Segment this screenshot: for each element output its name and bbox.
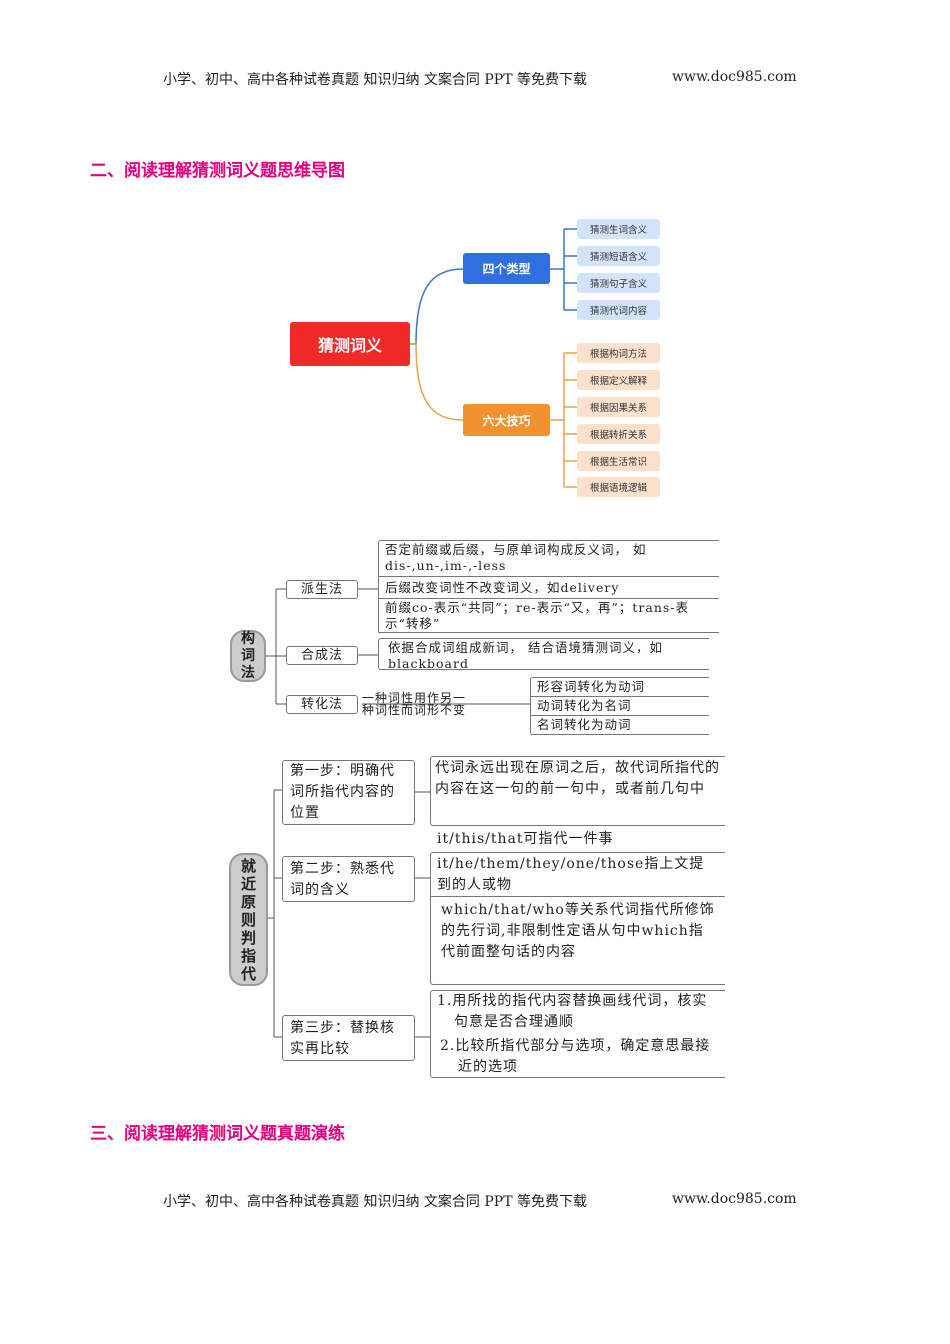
derivation-item: 前缀co-表示“共同”；re-表示“又，再”；trans-表示“转移”	[379, 599, 719, 633]
conversion-note: 一种词性用作另一 种词性而词形不变	[362, 692, 466, 716]
conversion-note-line: 种词性而词形不变	[362, 703, 467, 717]
header-link[interactable]: www.doc985.com	[672, 69, 797, 85]
root-char: 原	[240, 892, 256, 911]
conversion-items: 形容词转化为动词 动词转化为名词 名词转化为动词	[530, 677, 709, 735]
mindmap-leaf: 根据构词方法	[577, 343, 660, 363]
step-2-label: 第二步：熟悉代词的含义	[282, 856, 415, 902]
derivation-item: 否定前缀或后缀，与原单词构成反义词， 如dis-,un-,im-,-less	[379, 541, 719, 577]
conversion-note-line: 一种词性用作另一	[362, 691, 467, 705]
compounding-label: 合成法	[286, 646, 358, 665]
step-3-item: 2.比较所指代部分与选项，确定意思最接近的选项	[440, 1038, 711, 1075]
mindmap-branch-types: 四个类型	[463, 253, 550, 284]
mindmap-root: 猜测词义	[290, 322, 410, 366]
compounding-item: 依据合成词组成新词， 结合语境猜测词义，如blackboard	[379, 639, 709, 671]
mindmap-leaf: 根据定义解释	[577, 370, 660, 390]
conversion-item: 名词转化为动词	[531, 716, 709, 735]
mindmap-leaf: 猜测生词含义	[577, 219, 660, 239]
header-text: 小学、初中、高中各种试卷真题 知识归纳 文案合同 PPT 等免费下载	[163, 72, 587, 88]
step-2-item: which/that/who等关系代词指代所修饰的先行词,非限制性定语从句中wh…	[441, 902, 715, 960]
root-char: 词	[241, 647, 255, 664]
step-2-items: it/he/them/they/one/those指上文提到的人或物 which…	[430, 852, 725, 985]
section-2-heading: 二、阅读理解猜测词义题思维导图	[90, 161, 345, 181]
root-char: 则	[240, 910, 256, 929]
step-3-item: 1.用所找的指代内容替换画线代词，核实句意是否合理通顺	[437, 993, 708, 1030]
step-3-items: 1.用所找的指代内容替换画线代词，核实句意是否合理通顺 2.比较所指代部分与选项…	[430, 990, 725, 1078]
step-2-item: it/he/them/they/one/those指上文提到的人或物	[431, 853, 725, 897]
root-char: 就	[240, 856, 256, 875]
footer-text: 小学、初中、高中各种试卷真题 知识归纳 文案合同 PPT 等免费下载	[163, 1194, 587, 1210]
root-char: 代	[240, 964, 256, 983]
root-char: 构	[241, 630, 255, 647]
root-char: 近	[240, 874, 256, 893]
mindmap-leaf: 根据因果关系	[577, 397, 660, 417]
conversion-item: 动词转化为名词	[531, 697, 709, 716]
conversion-item: 形容词转化为动词	[531, 678, 709, 697]
step-1-label: 第一步：明确代词所指代内容的位置	[282, 760, 415, 825]
mindmap-leaf: 根据转折关系	[577, 424, 660, 444]
word-formation-root: 构 词 法	[230, 630, 266, 682]
derivation-items: 否定前缀或后缀，与原单词构成反义词， 如dis-,un-,im-,-less 后…	[378, 540, 719, 634]
footer-link[interactable]: www.doc985.com	[672, 1191, 797, 1207]
root-char: 法	[241, 664, 255, 681]
step-3-label: 第三步：替换核实再比较	[282, 1015, 415, 1061]
root-char: 判	[240, 928, 256, 947]
conversion-label: 转化法	[286, 695, 358, 714]
pronoun-root: 就 近 原 则 判 指 代	[229, 853, 268, 986]
mindmap-leaf: 猜测代词内容	[577, 300, 660, 320]
derivation-label: 派生法	[286, 580, 358, 599]
mindmap-leaf: 根据语境逻辑	[577, 477, 660, 497]
section-3-heading: 三、阅读理解猜测词义题真题演练	[90, 1124, 345, 1144]
step-1-item: 代词永远出现在原词之后，故代词所指代的内容在这一句的前一句中，或者前几句中	[430, 756, 725, 826]
mindmap-leaf: 根据生活常识	[577, 451, 660, 471]
step-2-pre-item: it/this/that可指代一件事	[437, 831, 614, 847]
mindmap-leaf: 猜测句子含义	[577, 273, 660, 293]
root-char: 指	[240, 946, 256, 965]
compounding-items: 依据合成词组成新词， 结合语境猜测词义，如blackboard	[378, 638, 709, 671]
derivation-item: 后缀改变词性不改变词义，如delivery	[379, 577, 719, 599]
mindmap-branch-techniques: 六大技巧	[463, 404, 550, 436]
mindmap-leaf: 猜测短语含义	[577, 246, 660, 266]
